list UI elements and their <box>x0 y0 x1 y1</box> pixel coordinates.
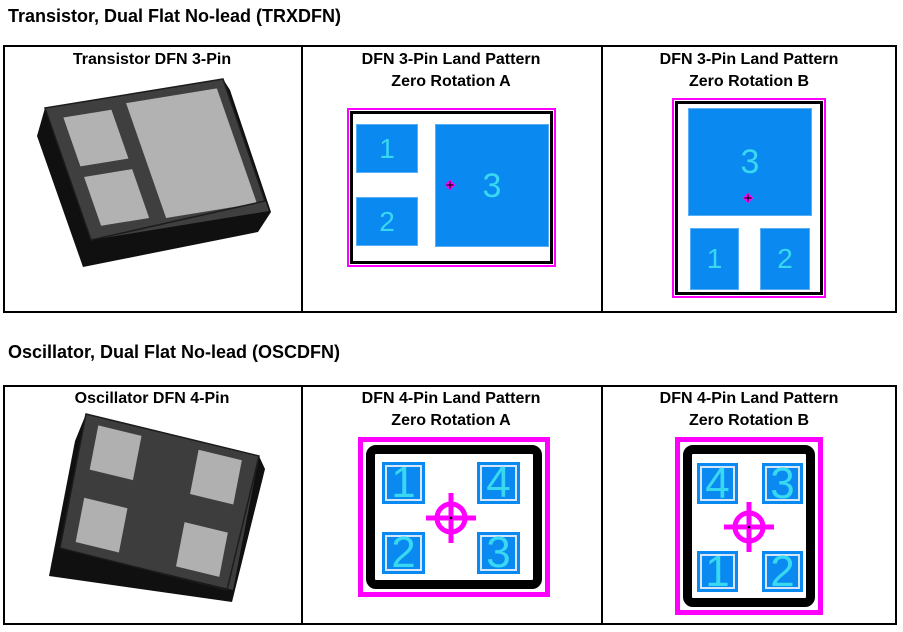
table-column-divider <box>301 47 303 311</box>
header-line1: DFN 4-Pin Land Pattern <box>361 390 541 407</box>
pad-number: 3 <box>486 528 511 577</box>
header-line2: Zero Rotation A <box>391 73 511 90</box>
pad-number: 1 <box>379 132 395 164</box>
pad-number: 1 <box>391 458 416 507</box>
package-edge-outline <box>59 413 260 591</box>
pad-1: 1 <box>690 228 739 290</box>
cell-header-photo-4pin: Oscillator DFN 4-Pin <box>74 390 230 407</box>
package-pad <box>75 497 128 553</box>
table-column-divider <box>601 47 603 311</box>
package-pad <box>190 449 242 505</box>
section-title-oscillator: Oscillator, Dual Flat No-lead (OSCDFN) <box>8 342 341 362</box>
land-pattern-4pin-rotation-b: 4 3 1 2 <box>675 437 823 615</box>
land-pattern-3pin-rotation-a: 1 2 3 <box>347 108 556 267</box>
origin-marker-icon <box>444 179 456 191</box>
header-line1: DFN 4-Pin Land Pattern <box>659 390 839 407</box>
pad-number: 4 <box>486 458 511 507</box>
pad-1: 1 <box>356 124 418 173</box>
cell-header-pattern-b-3pin: DFN 3-Pin Land Pattern Zero Rotation B <box>603 49 895 93</box>
pad-number: 1 <box>706 243 723 274</box>
pad-3: 3 <box>477 528 520 577</box>
table-column-divider <box>601 387 603 623</box>
pad-2: 2 <box>382 528 425 577</box>
pad-number: 4 <box>705 458 730 508</box>
section-title-transistor: Transistor, Dual Flat No-lead (TRXDFN) <box>8 6 342 26</box>
package-bottom-face <box>45 79 269 240</box>
pad-number: 2 <box>391 528 416 577</box>
package-bottom-face <box>60 414 259 590</box>
package-pad <box>63 109 129 167</box>
header-line2: Zero Rotation B <box>689 73 809 90</box>
package-pad <box>89 425 142 481</box>
pad-2: 2 <box>762 546 803 596</box>
origin-marker-icon <box>742 192 754 204</box>
pad-number: 2 <box>777 243 793 274</box>
pad-number: 2 <box>379 205 395 237</box>
pad-number: 3 <box>482 166 502 205</box>
center-crosshair-icon <box>724 502 774 552</box>
pad-2: 2 <box>356 197 418 246</box>
pad-1: 1 <box>382 458 425 507</box>
center-crosshair-icon <box>426 493 476 543</box>
transistor-package-3d-image <box>37 78 271 267</box>
pad-4: 4 <box>477 458 520 507</box>
pad-2: 2 <box>760 228 810 290</box>
header-line1: DFN 3-Pin Land Pattern <box>659 51 839 68</box>
pad-3: 3 <box>762 458 803 508</box>
header-line1: DFN 3-Pin Land Pattern <box>361 51 541 68</box>
oscillator-package-3d-image <box>49 413 265 602</box>
cell-header-pattern-a-4pin: DFN 4-Pin Land Pattern Zero Rotation A <box>303 388 599 432</box>
header-line2: Zero Rotation B <box>689 412 809 429</box>
pad-1: 1 <box>697 546 738 596</box>
header-line2: Zero Rotation A <box>391 412 511 429</box>
pattern-frame: 1 2 3 <box>350 111 553 264</box>
land-pattern-3pin-rotation-b: 3 1 2 <box>672 98 826 298</box>
pad-number: 3 <box>740 143 760 181</box>
pad-number: 2 <box>770 546 795 596</box>
table-column-divider <box>301 387 303 623</box>
pad-4: 4 <box>697 458 738 508</box>
cell-header-photo-3pin: Transistor DFN 3-Pin <box>72 51 232 68</box>
pad-number: 3 <box>770 458 795 508</box>
pattern-frame: 4 3 1 2 <box>683 445 815 607</box>
package-pad <box>176 522 228 577</box>
land-pattern-4pin-rotation-a: 1 4 2 3 <box>358 437 550 597</box>
package-pad <box>84 169 150 226</box>
pattern-frame: 1 4 2 3 <box>366 445 542 589</box>
pattern-frame: 3 1 2 <box>675 101 823 295</box>
package-pad <box>126 88 257 219</box>
pad-number: 1 <box>705 546 730 596</box>
package-edge-outline <box>43 78 266 241</box>
cell-header-pattern-b-4pin: DFN 4-Pin Land Pattern Zero Rotation B <box>603 388 895 432</box>
cell-header-pattern-a-3pin: DFN 3-Pin Land Pattern Zero Rotation A <box>303 49 599 93</box>
